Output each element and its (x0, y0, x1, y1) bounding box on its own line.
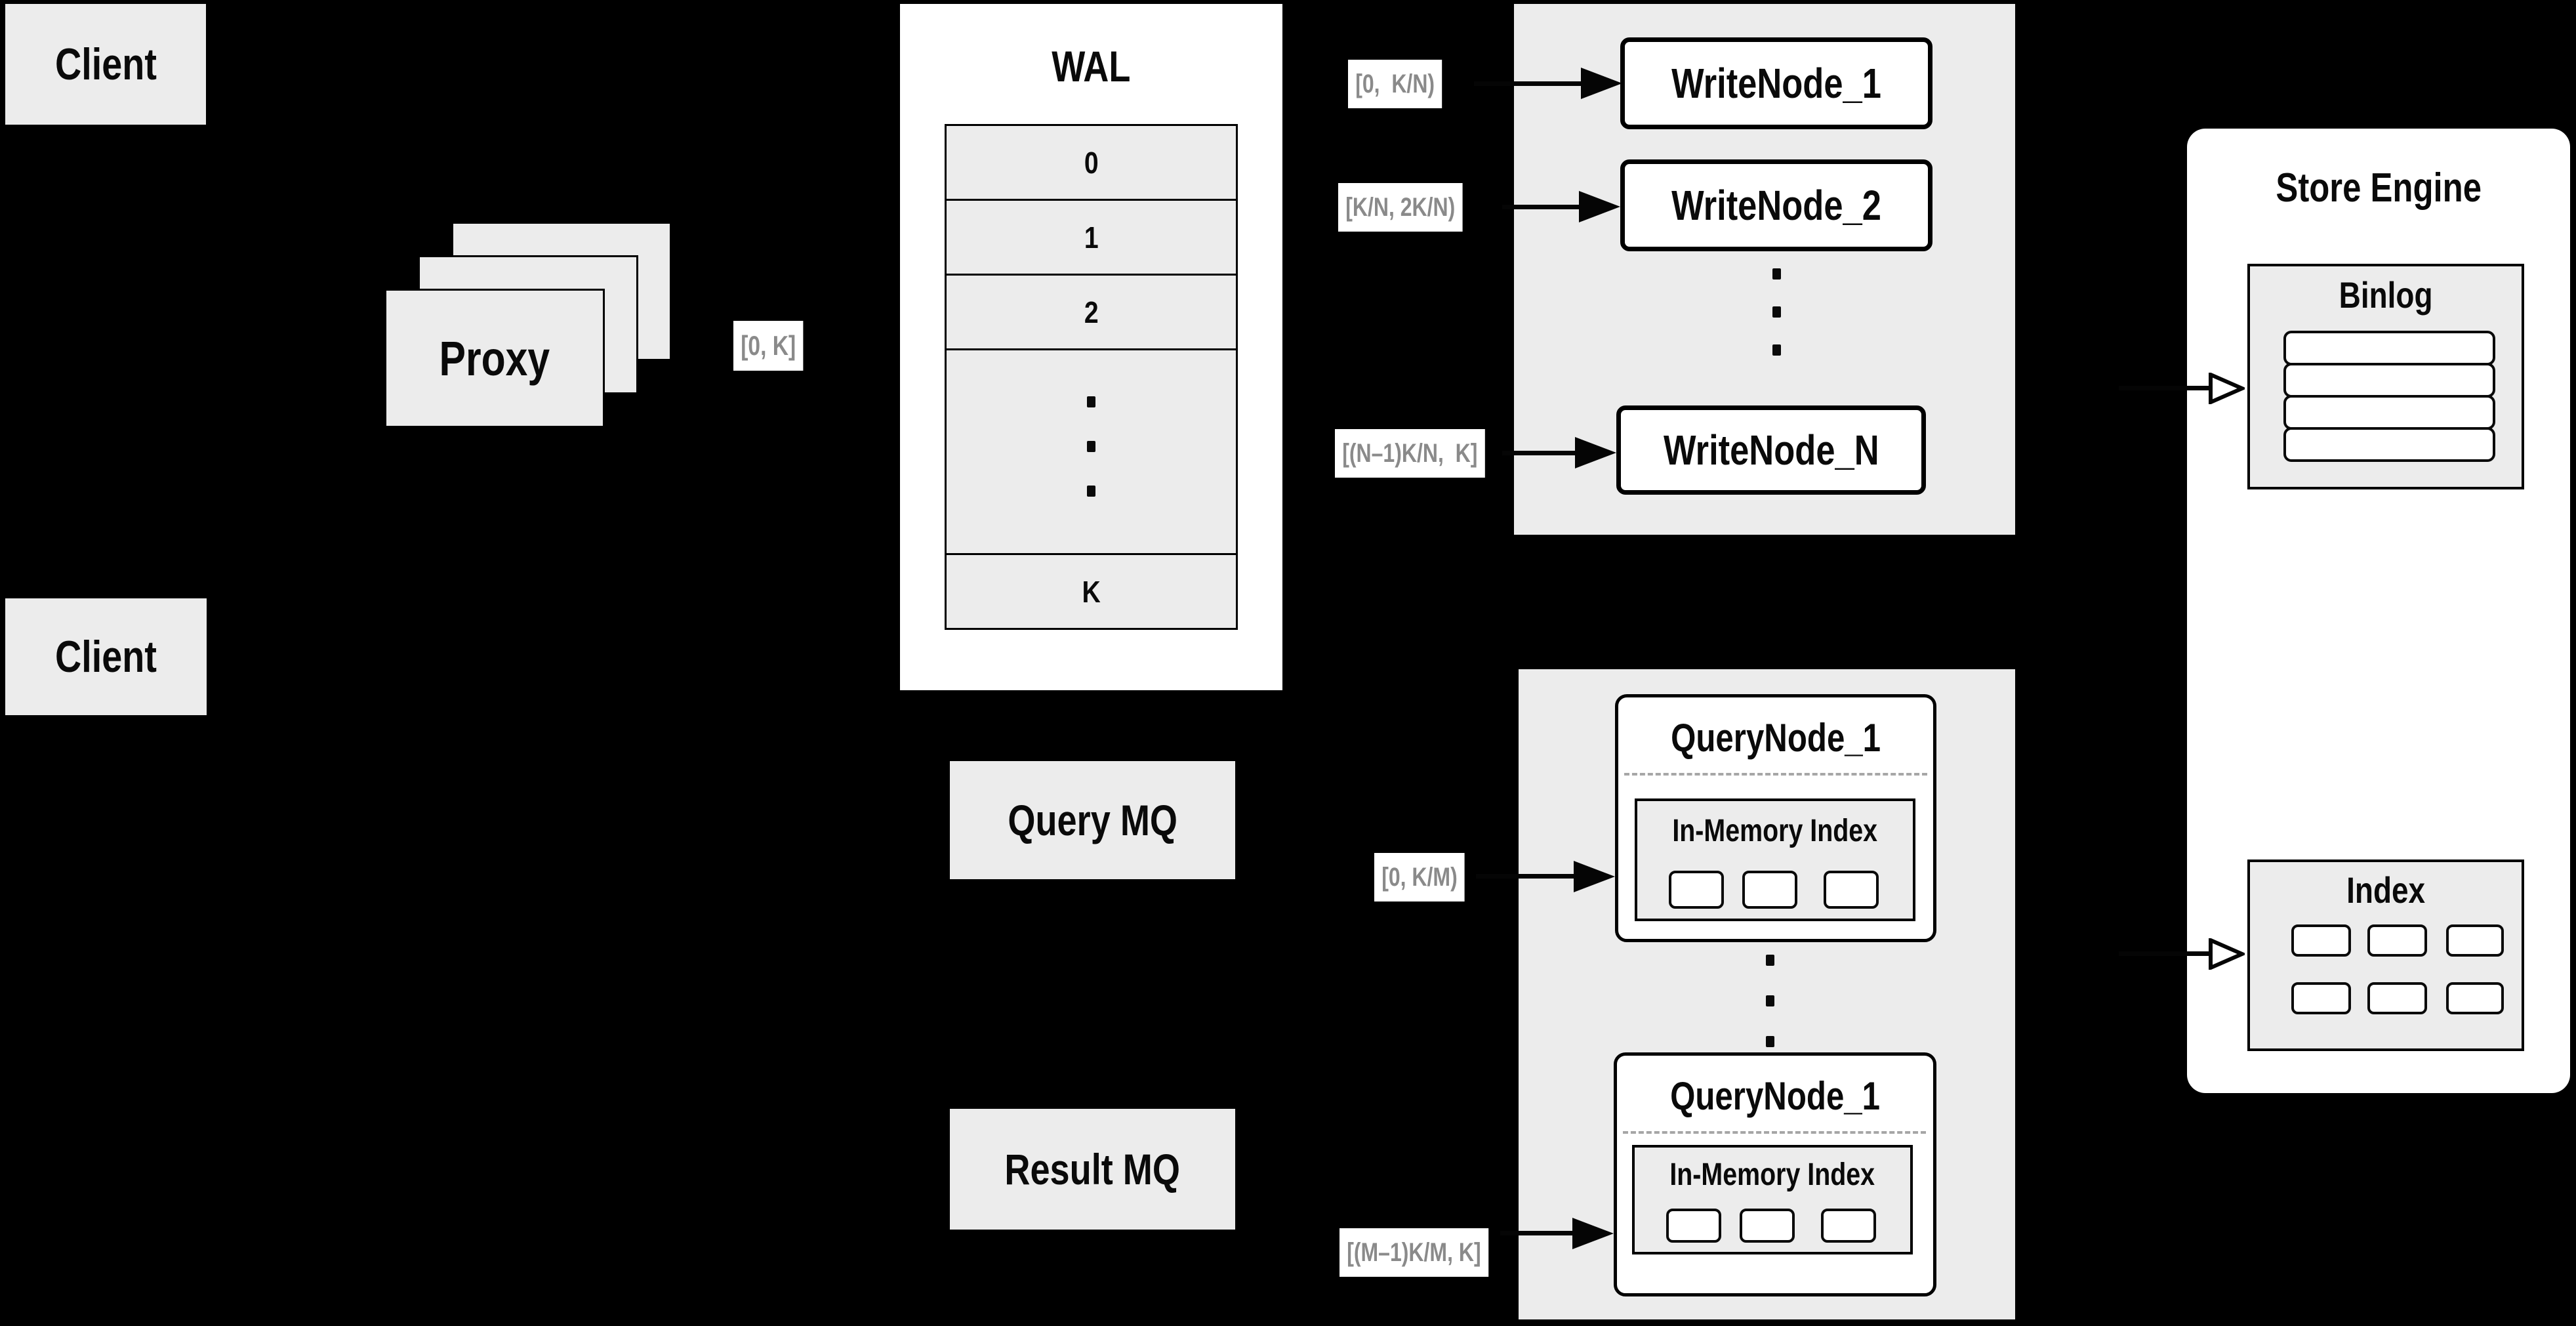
arrow-line (1502, 451, 1578, 455)
write-node-1-label: WriteNode_1 (1671, 60, 1881, 107)
write-node-ellipsis-dot (1772, 344, 1781, 356)
result-mq-box: Result MQ (950, 1109, 1235, 1230)
right-arrowhead-icon (1575, 437, 1616, 468)
wal-ellipsis-dot (1087, 396, 1095, 407)
binlog-segment (2283, 395, 2495, 430)
query-node-2-title: QueryNode_1 (1670, 1073, 1880, 1118)
write-node-2-box: WriteNode_2 (1620, 159, 1932, 251)
binlog-title-wrap: Binlog (2247, 274, 2524, 316)
arrow-line (2119, 386, 2211, 390)
query-node-2-title-wrap: QueryNode_1 (1614, 1073, 1936, 1118)
wal-segment-1-label: 1 (1084, 220, 1099, 255)
write-node-ellipsis-dot (1772, 306, 1781, 318)
query-node-ellipsis-dot (1766, 955, 1774, 966)
client-middle-label: Client (55, 632, 157, 682)
query-mq-box: Query MQ (950, 761, 1235, 879)
wal-segment-k-label: K (1082, 574, 1101, 609)
write-node-n-box: WriteNode_N (1616, 405, 1926, 495)
arrow-line (1474, 81, 1583, 86)
write-range-label-n: [(N–1)K/N, K] (1335, 429, 1485, 478)
index-segment (2446, 982, 2504, 1014)
query-node-1-title-wrap: QueryNode_1 (1615, 715, 1936, 760)
query-node-2-divider (1623, 1131, 1926, 1134)
binlog-segment (2283, 363, 2495, 398)
in-memory-index-1-title-wrap: In-Memory Index (1635, 814, 1915, 848)
client-box-top: Client (5, 4, 206, 125)
wal-segment-2: 2 (945, 274, 1238, 350)
memory-segment (1824, 871, 1879, 909)
memory-segment (1740, 1209, 1795, 1243)
right-arrowhead-icon (1574, 861, 1615, 892)
wal-segment-0-label: 0 (1084, 145, 1099, 180)
binlog-title: Binlog (2339, 274, 2433, 316)
arrow-line (2119, 951, 2211, 956)
right-arrowhead-icon (1579, 191, 1620, 222)
proxy-box: Proxy (384, 289, 605, 428)
query-mq-label: Query MQ (1008, 796, 1177, 844)
binlog-segment (2283, 427, 2495, 462)
index-segment (2446, 924, 2504, 957)
query-range-label-m: [(M–1)K/M, K] (1339, 1228, 1488, 1277)
result-mq-label: Result MQ (1004, 1145, 1181, 1193)
wal-title-wrap: WAL (900, 42, 1282, 91)
wal-ellipsis-dot (1087, 486, 1095, 497)
write-node-1-box: WriteNode_1 (1620, 37, 1932, 129)
right-arrowhead-icon (1572, 1218, 1614, 1249)
query-node-1-title: QueryNode_1 (1671, 715, 1881, 760)
write-node-ellipsis-dot (1772, 268, 1781, 280)
arrow-line (1476, 874, 1577, 879)
query-node-ellipsis-dot (1766, 995, 1774, 1006)
in-memory-index-2-title: In-Memory Index (1669, 1157, 1875, 1192)
wal-segment-k: K (945, 553, 1238, 630)
index-title-wrap: Index (2247, 869, 2524, 911)
query-range-label-1: [0, K/M) (1374, 853, 1465, 901)
write-node-2-label: WriteNode_2 (1671, 182, 1881, 229)
binlog-segment (2283, 331, 2495, 365)
wal-segment-2-label: 2 (1084, 295, 1099, 329)
memory-segment (1821, 1209, 1876, 1243)
write-range-label-2: [K/N, 2K/N) (1338, 183, 1463, 232)
proxy-label: Proxy (439, 331, 550, 386)
query-node-ellipsis-dot (1766, 1036, 1774, 1047)
wal-title: WAL (1052, 42, 1131, 91)
index-segment (2367, 924, 2427, 957)
proxy-range-label: [0, K] (733, 321, 804, 371)
index-title: Index (2346, 869, 2425, 911)
wal-segment-0: 0 (945, 124, 1238, 201)
wal-ellipsis-dot (1087, 441, 1095, 452)
client-top-label: Client (54, 39, 157, 89)
query-node-1-divider (1624, 773, 1927, 776)
store-engine-title: Store Engine (2276, 165, 2482, 211)
right-arrowhead-icon (1581, 68, 1622, 99)
client-box-middle: Client (5, 598, 207, 715)
memory-segment (1666, 1209, 1721, 1243)
index-segment (2367, 982, 2427, 1014)
index-segment (2291, 982, 2351, 1014)
memory-segment (1669, 871, 1724, 909)
arrow-line (1502, 205, 1581, 209)
hollow-right-arrowhead-icon (2209, 938, 2245, 970)
store-engine-title-wrap: Store Engine (2187, 165, 2570, 211)
memory-segment (1742, 871, 1797, 909)
write-node-n-label: WriteNode_N (1663, 426, 1879, 474)
in-memory-index-1-title: In-Memory Index (1672, 813, 1878, 848)
arrow-line (1500, 1231, 1576, 1235)
index-segment (2291, 924, 2351, 957)
in-memory-index-2-title-wrap: In-Memory Index (1632, 1157, 1913, 1192)
hollow-right-arrowhead-icon (2209, 373, 2245, 404)
write-range-label-1: [0, K/N) (1348, 60, 1442, 108)
wal-segment-1: 1 (945, 199, 1238, 276)
